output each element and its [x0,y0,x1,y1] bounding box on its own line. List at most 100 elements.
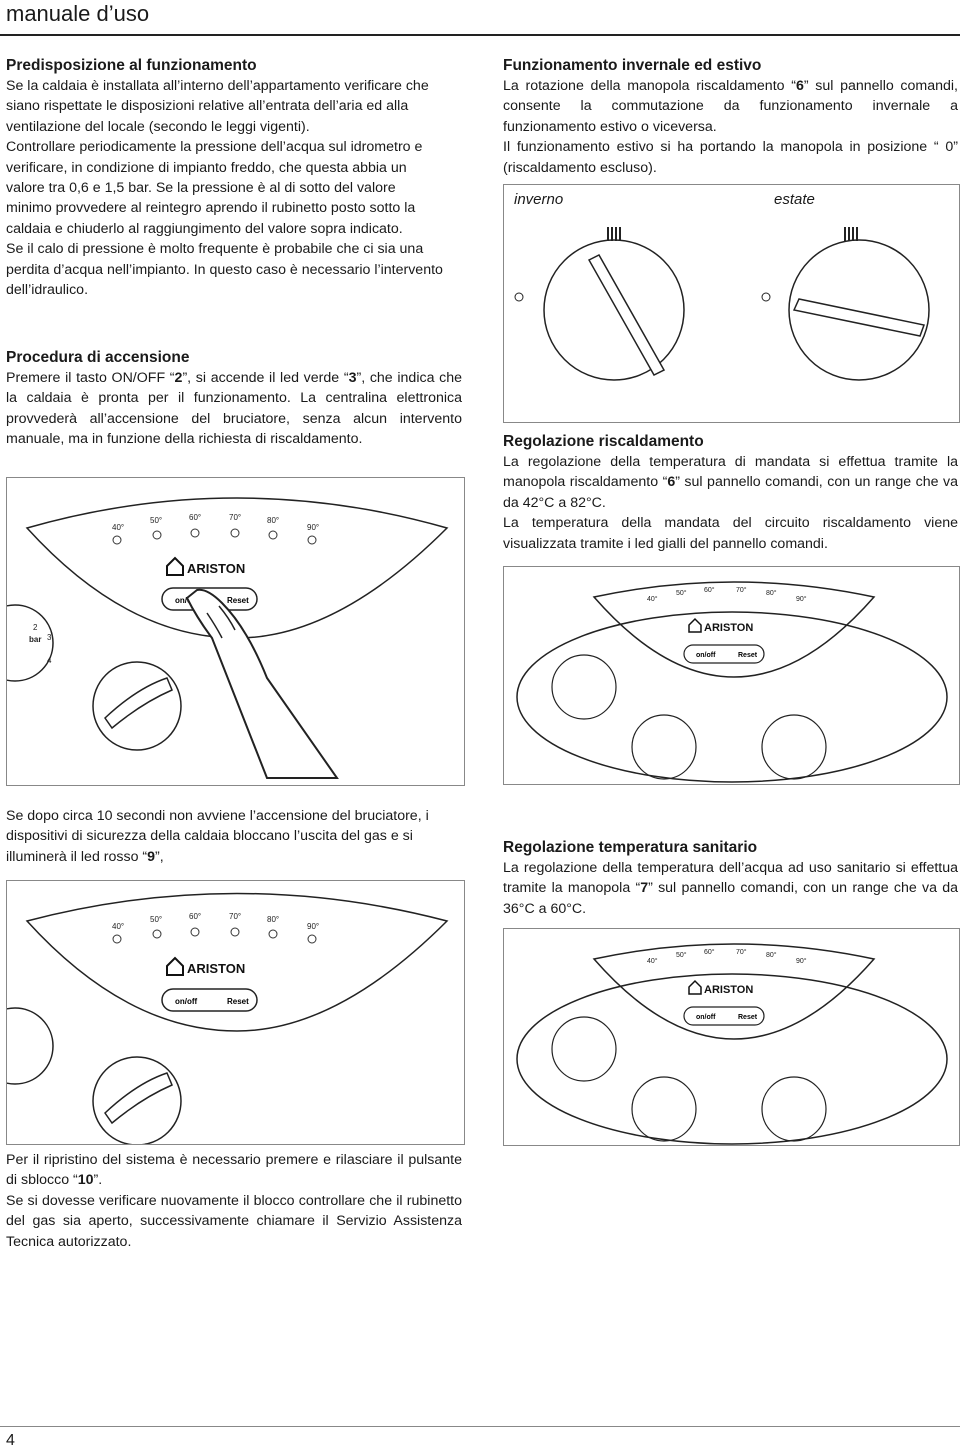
onoff-label: on/off [175,997,198,1006]
onoff-label: on/off [696,652,716,659]
ariston-logo: ARISTON [688,979,753,996]
figure-onoff-press: 40° 50° 60° 70° 80° 90° ARISTON on/off R… [6,477,465,786]
paragraph: Se si dovesse verificare nuovamente il b… [6,1192,462,1250]
temp-scale: 40° 50° 60° 70° 80° 90° [112,912,319,931]
ref-number: 9 [147,848,156,865]
temp-label: 70° [736,586,747,594]
temp-label: 80° [766,589,777,597]
temp-scale: 40° 50° 60° 70° 80° 90° [112,513,319,532]
panel-illustration: 40° 50° 60° 70° 80° 90° ARISTON on/off R… [7,497,449,779]
section-accensione: Procedura di accensione Premere il tasto… [6,348,462,450]
paragraph: Per il ripristino del sistema è necessar… [6,1150,462,1191]
section-regolazione-sanitario: Regolazione temperatura sanitario La reg… [503,838,958,919]
pressure-gauge [7,604,54,682]
paragraph: La regolazione della temperatura di mand… [503,452,958,513]
onoff-reset-button [683,1006,765,1026]
text-run: ” sul pannello comandi, consente la comm… [503,78,958,135]
temp-label: 90° [796,595,807,603]
temp-label: 80° [267,516,279,525]
figure-heating-control: 40° 50° 60° 70° 80° 90° ARISTON on/off R… [503,566,960,785]
figure-winter-summer: inverno estate [503,184,960,423]
text-run: Per il ripristino del sistema è necessar… [6,1152,462,1189]
temp-label: 60° [704,948,715,956]
ref-number: 10 [77,1172,94,1189]
gauge-tick: 3 [47,633,52,642]
temp-label: 70° [736,948,747,956]
temp-label: 70° [229,912,241,921]
heating-knob [631,714,697,780]
text-run: ”, [155,848,164,865]
temp-label: 40° [647,957,658,965]
temp-label: 60° [189,912,201,921]
temp-label: 40° [112,922,124,931]
text-run: ” sul pannello comandi, con un range che… [503,880,959,917]
paragraph: Se la caldaia è installata all’interno d… [6,78,429,135]
brand-text: ARISTON [187,961,245,976]
hand-illustration [185,588,339,779]
heating-knob [92,1056,182,1144]
ariston-logo: ARISTON [688,617,753,634]
gauge-tick: 4 [47,656,52,665]
paragraph: La rotazione della manopola riscaldament… [503,76,958,137]
temp-scale: 40° 50° 60° 70° 80° 90° [647,586,807,603]
heating-knob [631,1076,697,1142]
section-title: Procedura di accensione [6,349,190,366]
paragraph: Il funzionamento estivo si ha portando l… [503,139,958,176]
section-title: Funzionamento invernale ed estivo [503,57,762,74]
temp-label: 60° [189,513,201,522]
temp-label: 50° [676,951,687,959]
text-run: ”, che indica che la caldaia è pronta pe… [6,370,463,448]
brand-text: ARISTON [187,561,245,576]
temp-label: 50° [676,589,687,597]
figure-dhw-control: 40° 50° 60° 70° 80° 90° ARISTON on/off R… [503,928,960,1146]
section-invernale-estivo: Funzionamento invernale ed estivo La rot… [503,56,958,178]
temp-scale: 40° 50° 60° 70° 80° 90° [647,948,807,965]
section-title: Predisposizione al funzionamento [6,57,257,74]
section-predisposizione: Predisposizione al funzionamento Se la c… [6,56,444,300]
temp-label: 80° [766,951,777,959]
section-ripristino: Per il ripristino del sistema è necessar… [6,1150,462,1252]
temp-label: 40° [112,523,124,532]
page-number: 4 [6,1432,15,1449]
section-blocco: Se dopo circa 10 secondi non avviene l’a… [6,806,462,867]
reset-label: Reset [227,596,249,605]
panel-illustration: 40° 50° 60° 70° 80° 90° ARISTON on/off R… [7,892,449,1144]
figure-reset-led: 40° 50° 60° 70° 80° 90° ARISTON on/off R… [6,880,465,1145]
header-title: manuale d’uso [6,1,150,26]
paragraph: Se il calo di pressione è molto frequent… [6,241,443,299]
summer-knob [761,227,930,381]
text-run: La regolazione della temperatura di mand… [503,454,958,491]
footer-rule [0,1426,960,1427]
text-run: ”, si accende il led verde “ [182,370,349,386]
section-title: Regolazione riscaldamento [503,433,704,450]
paragraph: Se dopo circa 10 secondi non avviene l’a… [6,806,462,867]
gauge-unit: bar [29,635,41,644]
onoff-label: on/off [175,596,198,605]
dhw-knob [761,1076,827,1142]
paragraph: La regolazione della temperatura dell’ac… [503,858,958,919]
header-rule [0,34,960,36]
text-run: Premere il tasto ON/OFF “ [6,370,175,386]
section-title: Regolazione temperatura sanitario [503,839,758,856]
paragraph: Premere il tasto ON/OFF “2”, si accende … [6,368,462,450]
temp-label: 90° [307,523,319,532]
gauge-scale: 2 3 4 bar [29,623,52,665]
reset-label: Reset [227,997,249,1006]
ref-number: 6 [667,474,676,491]
knobs-illustration [514,227,930,381]
section-regolazione-riscaldamento: Regolazione riscaldamento La regolazione… [503,432,958,554]
temp-label: 70° [229,513,241,522]
onoff-reset-button [683,644,765,664]
panel-illustration: 40° 50° 60° 70° 80° 90° ARISTON on/off R… [516,943,948,1145]
temp-label: 90° [796,957,807,965]
gauge-tick: 2 [33,623,38,632]
pressure-gauge [7,1007,54,1085]
radiator-icon [844,227,858,241]
onoff-reset-button [161,988,258,1012]
panel-illustration: 40° 50° 60° 70° 80° 90° ARISTON on/off R… [516,581,948,783]
brand-text: ARISTON [704,984,753,996]
page-header: manuale d’uso [0,0,960,36]
temp-label: 80° [267,915,279,924]
label-summer: estate [774,191,815,208]
brand-text: ARISTON [704,622,753,634]
